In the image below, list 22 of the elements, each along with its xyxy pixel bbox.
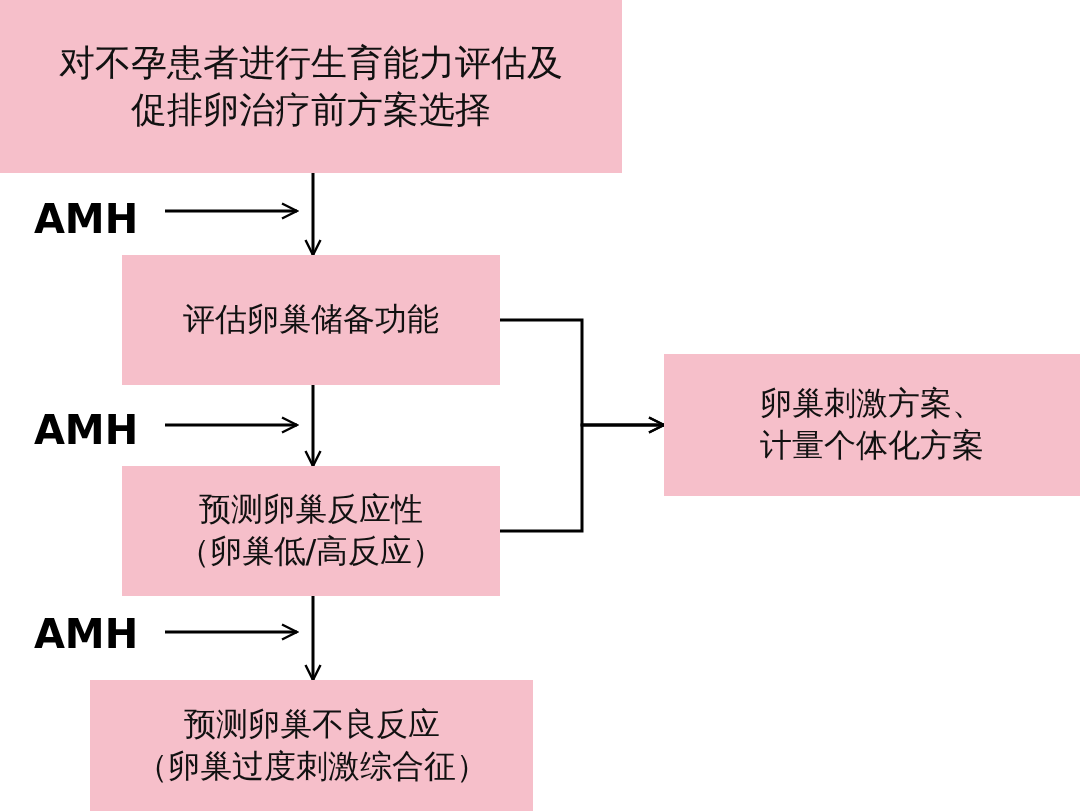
box-text: （卵巢过度刺激综合征） [135, 745, 488, 787]
arrow [304, 173, 322, 257]
box-text: 评估卵巢储备功能 [183, 299, 439, 341]
process-box [0, 0, 622, 173]
input-label: AMH [26, 196, 146, 248]
process-box [664, 354, 1080, 496]
box-text: 卵巢刺激方案、计量个体化方案 [760, 383, 984, 466]
input-label: AMH [26, 611, 146, 663]
arrow [165, 416, 299, 434]
box-text: （卵巢低/高反应） [177, 531, 445, 572]
process-box [90, 680, 533, 811]
input-label: AMH [26, 407, 146, 459]
arrow [500, 416, 666, 533]
process-box [122, 466, 500, 596]
box-text: 预测卵巢不良反应 [183, 703, 440, 745]
box-text: 预测卵巢反应性 [199, 489, 423, 531]
arrow [304, 385, 322, 468]
process-box [122, 255, 500, 385]
arrow [165, 202, 299, 220]
arrow [165, 623, 299, 641]
box-text: 对不孕患者进行生育能力评估及促排卵治疗前方案选择 [59, 40, 563, 132]
arrow [304, 596, 322, 682]
